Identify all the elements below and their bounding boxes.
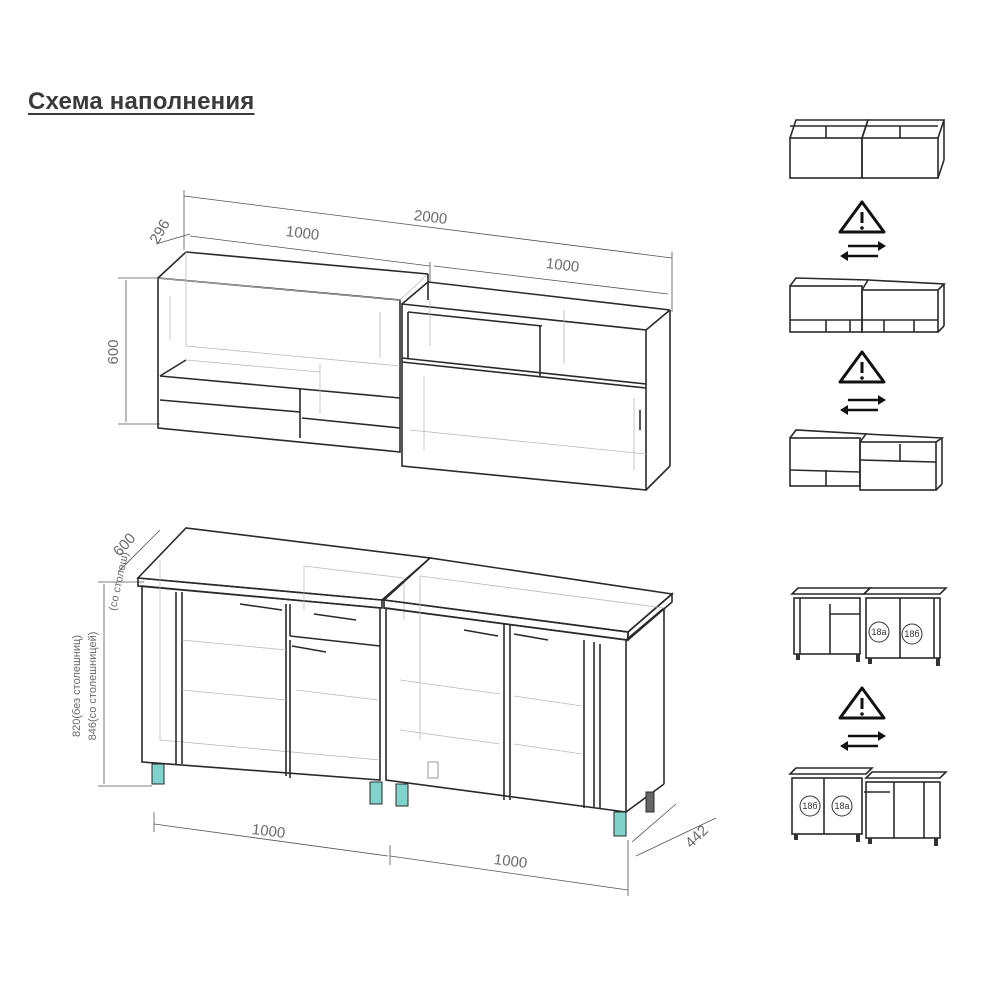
swap-arrows-icon [840, 241, 886, 261]
label-door-a: 18а [871, 627, 886, 637]
dim-base-depth-note: (со столеш) [107, 551, 131, 612]
base-units-drawing: 600 (со столеш) 820(без столешниц) 846(с… [71, 527, 717, 896]
dim-base-left: 1000 [251, 821, 286, 842]
dim-wall-height: 600 [105, 339, 122, 364]
label-door-a-swapped: 18а [834, 801, 849, 811]
dim-base-height-no-top: 820(без столешниц) [71, 635, 83, 737]
base-cabinet-left [136, 527, 432, 805]
swap-arrows-icon [840, 731, 886, 751]
base-cabinet-right [382, 557, 674, 837]
dim-wall-total: 2000 [413, 207, 448, 228]
wall-variant-3 [789, 429, 945, 491]
dim-base-leg-depth: 442 [682, 822, 712, 852]
warning-icon [838, 686, 886, 720]
dim-wall-depth: 296 [146, 217, 173, 247]
dim-base-right: 1000 [493, 851, 528, 872]
wall-variant-1 [789, 119, 946, 179]
label-door-b: 18б [904, 629, 919, 639]
dim-wall-left: 1000 [285, 223, 320, 244]
warning-icon [838, 200, 886, 234]
warning-icon [838, 350, 886, 384]
page-title: Схема наполнения [28, 88, 255, 115]
swap-arrows-icon [840, 395, 886, 415]
variants-column: 18а 18б [788, 119, 948, 846]
label-door-b-swapped: 18б [802, 801, 817, 811]
dim-base-height-with-top: 846(со столешницей) [87, 632, 99, 741]
wall-cabinet-right [401, 281, 671, 491]
wall-variant-2 [789, 277, 946, 333]
dim-wall-right: 1000 [545, 255, 580, 276]
base-variant-2: 18б 18а [788, 767, 948, 846]
wall-cabinet-left [157, 251, 429, 453]
base-variant-1: 18а 18б [790, 587, 948, 666]
wall-units-drawing: 2000 1000 1000 296 600 [105, 190, 673, 491]
